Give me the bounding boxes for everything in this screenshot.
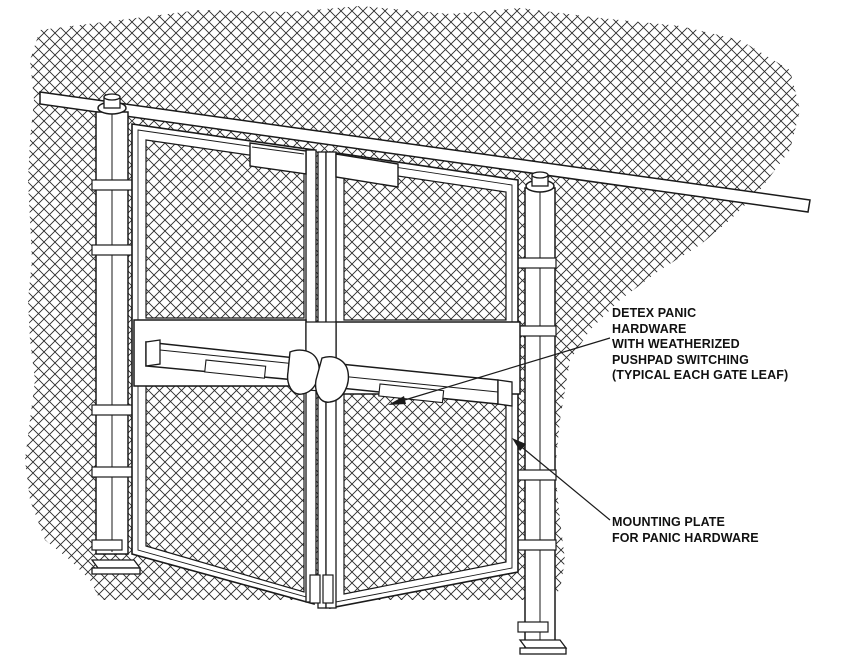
callout-panic-line-4: PUSHPAD SWITCHING <box>612 352 749 367</box>
callout-plate-line-1: MOUNTING PLATE <box>612 515 725 529</box>
panic-bar-right <box>314 356 513 407</box>
callout-mounting-plate: MOUNTING PLATE FOR PANIC HARDWARE <box>612 515 759 546</box>
callout-panic-line-1: DETEX PANIC <box>612 306 697 320</box>
post-right <box>509 171 568 655</box>
top-latch-plates <box>249 142 399 188</box>
leader-panic-hardware <box>388 337 611 405</box>
callout-plate-line-2: FOR PANIC HARDWARE <box>612 530 759 545</box>
callout-panic-hardware: DETEX PANIC HARDWARE WITH WEATHERIZED PU… <box>612 306 788 384</box>
panic-bar-left <box>145 339 320 395</box>
callout-panic-line-5: (TYPICAL EACH GATE LEAF) <box>612 368 789 382</box>
leader-mounting-plate <box>512 438 611 521</box>
fence-top-rail <box>39 91 811 213</box>
callout-panic-line-2: HARDWARE <box>612 321 687 336</box>
callout-panic-line-3: WITH WEATHERIZED <box>612 337 740 351</box>
post-left <box>90 93 143 575</box>
